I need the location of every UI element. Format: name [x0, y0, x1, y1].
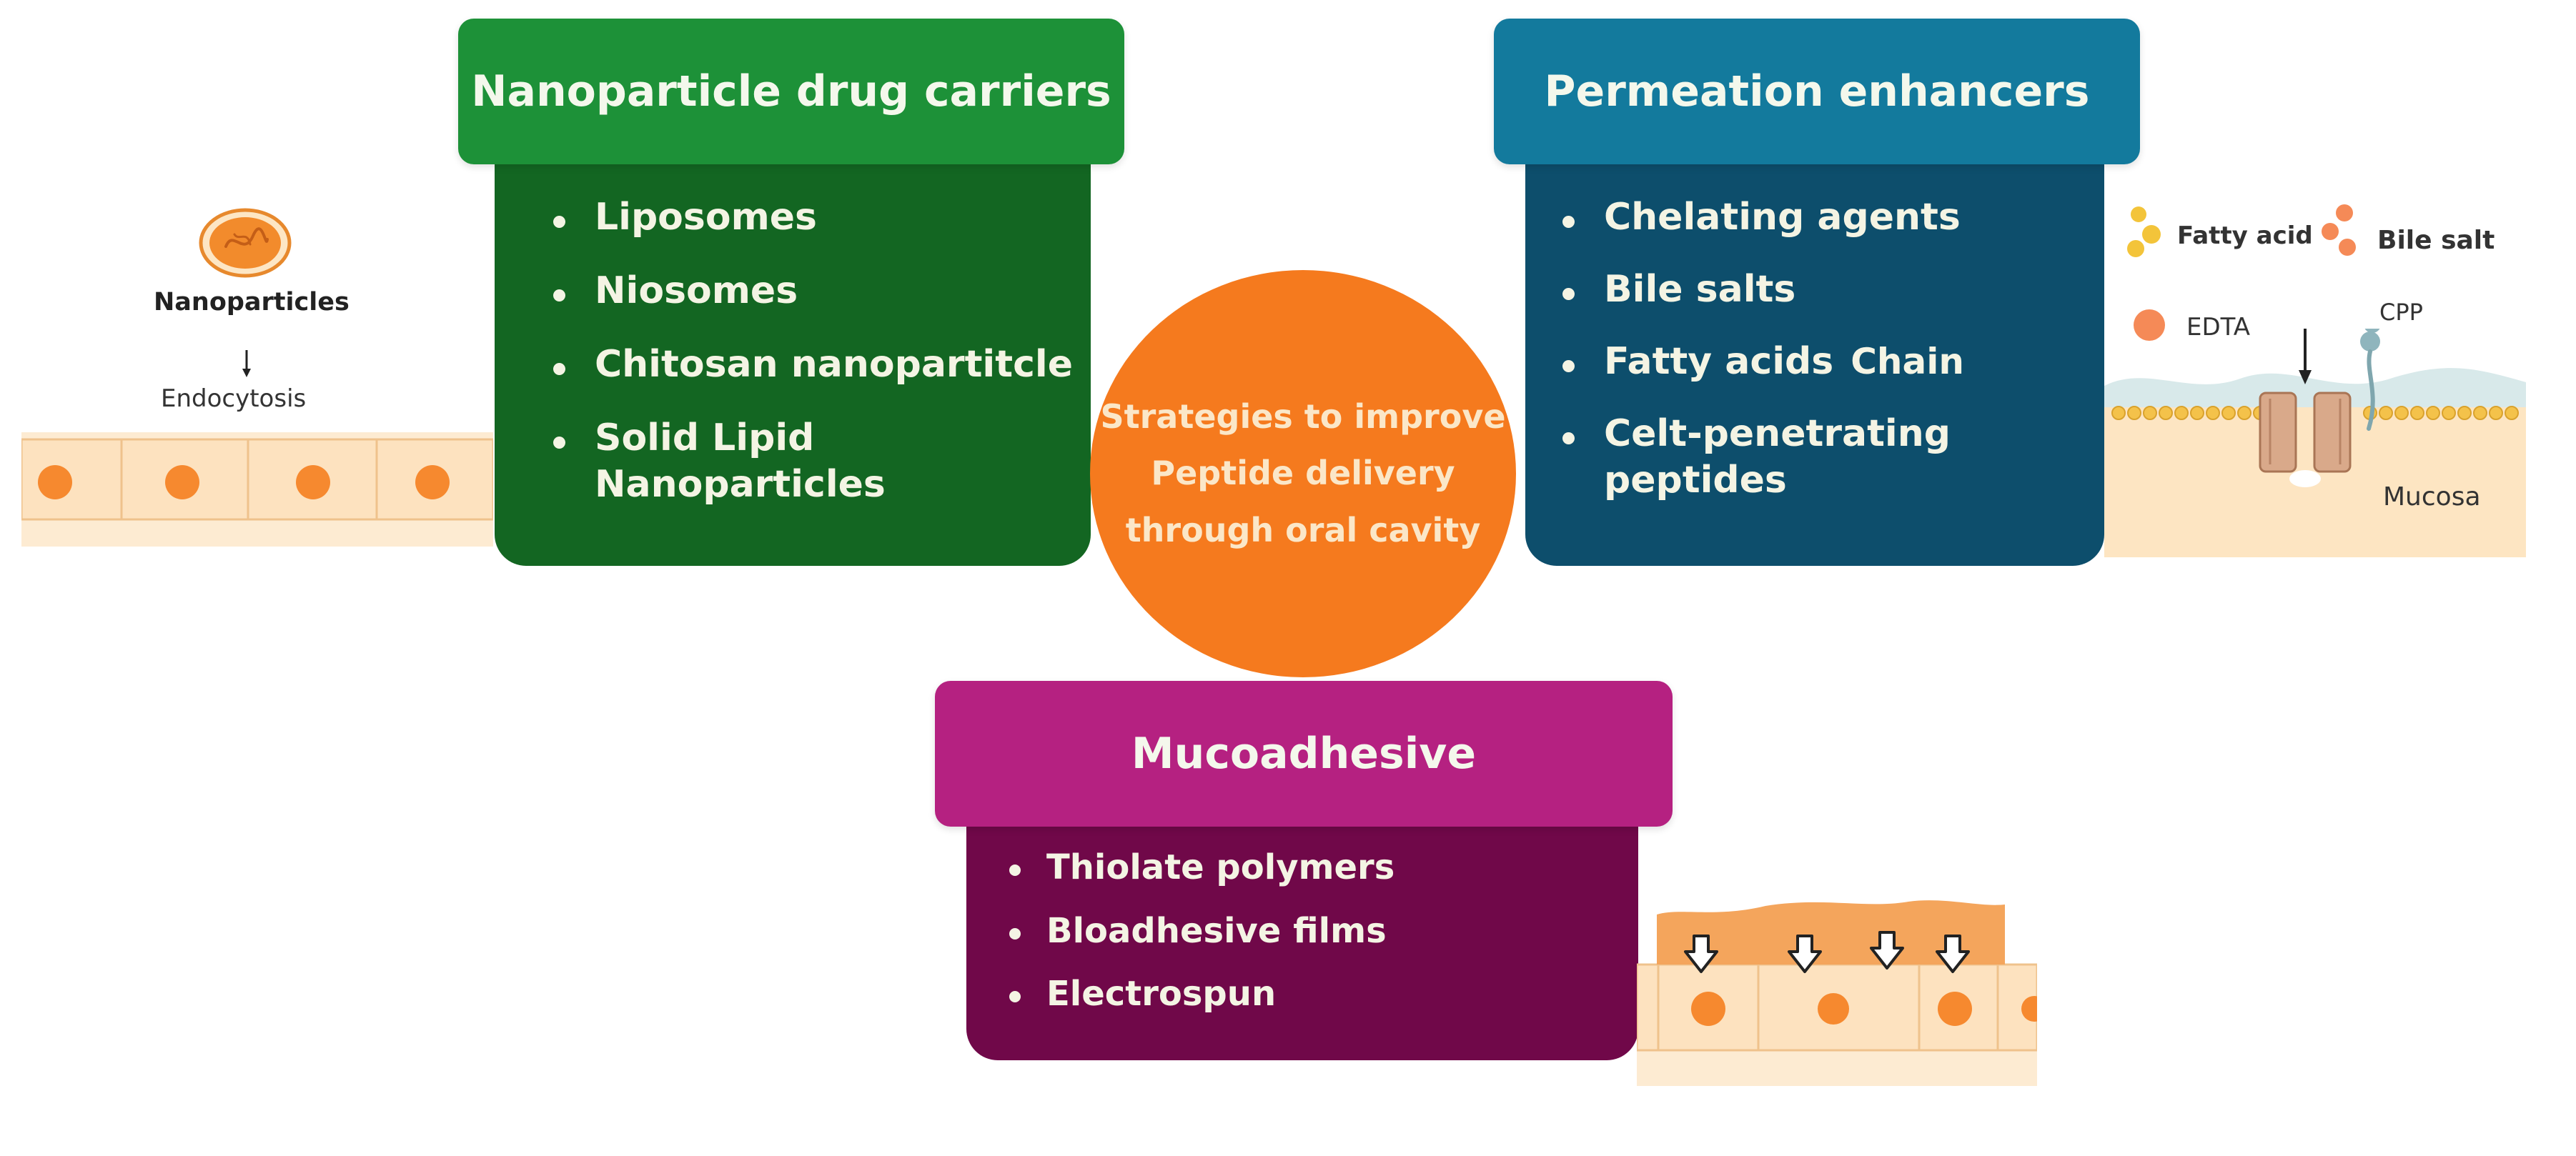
edta-icon — [2134, 309, 2165, 341]
bile-salt-icon — [2322, 204, 2356, 256]
cell-nucleus — [296, 465, 330, 499]
nanoparticle-card-title: Nanoparticle drug carriers — [458, 19, 1124, 164]
cell-nucleus — [38, 465, 72, 499]
list-item: Electrospun — [1009, 974, 1624, 1015]
list-item: Niosomes — [553, 268, 1082, 314]
fatty-acid-label: Fatty acid — [2177, 221, 2313, 250]
cell-layer — [21, 432, 493, 547]
bile-salt-label: Bile salt — [2377, 226, 2495, 255]
mucoadhesive-list: Thiolate polymers Bloadhesive films Elec… — [1009, 847, 1624, 1037]
cell-nucleus — [165, 465, 199, 499]
mucoadhesive-card-title: Mucoadhesive — [935, 681, 1673, 827]
center-text-line: through oral cavity — [1125, 510, 1481, 549]
list-item: Liposomes — [553, 194, 1082, 241]
nanoparticle-icon — [199, 208, 292, 278]
chain-label: Chain — [1851, 341, 1964, 382]
cell-nucleus — [415, 465, 450, 499]
fatty-acid-icon — [2127, 206, 2161, 257]
list-item: Celt-penetrating peptides — [1562, 411, 2099, 504]
edta-label: EDTA — [2186, 313, 2251, 342]
cpp-label: CPP — [2379, 299, 2423, 326]
nanoparticle-card-body — [495, 161, 1091, 566]
mucosa-label: Mucosa — [2383, 482, 2481, 512]
list-item: Bloadhesive films — [1009, 911, 1624, 952]
mucosa-diagram — [2104, 329, 2526, 557]
down-arrow-icon — [242, 350, 251, 377]
center-text-line: Peptide delivery — [1151, 454, 1455, 493]
permeation-card-title: Permeation enhancers — [1494, 19, 2140, 164]
nanoparticle-list: Liposomes Niosomes Chitosan nanopartitcl… — [553, 194, 1082, 508]
nanoparticle-illustration: Nanoparticles Endocytosis — [0, 186, 500, 572]
mucoadhesive-card-body — [966, 823, 1638, 1060]
list-item-text: Fatty acids — [1604, 340, 1834, 383]
central-strategy-circle: Strategies to improve Peptide delivery t… — [1090, 270, 1516, 677]
list-item: Chitosan nanopartitcle — [553, 342, 1082, 388]
permeation-card-body — [1525, 161, 2104, 566]
permeation-illustration: Fatty acid Bile salt EDTA CPP — [2104, 186, 2526, 557]
endocytosis-label: Endocytosis — [161, 384, 307, 413]
list-item: Thiolate polymers — [1009, 847, 1624, 889]
center-text-line: Strategies to improve — [1100, 397, 1506, 437]
list-item: Chelating agents — [1562, 194, 2099, 241]
mucoadhesion-illustration — [1637, 900, 2037, 1086]
nanoparticles-label: Nanoparticles — [154, 288, 350, 317]
list-item: Fatty acids Chain — [1562, 339, 2099, 385]
list-item: Solid Lipid Nanoparticles — [553, 415, 886, 508]
list-item: Bile salts — [1562, 266, 2099, 313]
